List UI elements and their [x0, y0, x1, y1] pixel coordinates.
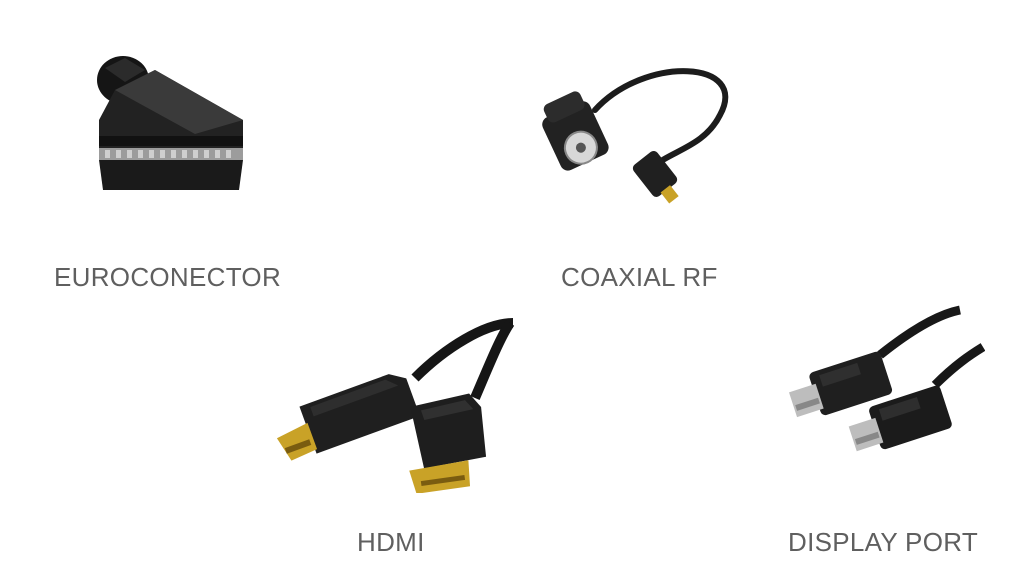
displayport-cable-icon: [785, 305, 986, 465]
item-label: HDMI: [357, 527, 425, 557]
coaxial-rf-cable-icon: [535, 55, 750, 210]
item-label: DISPLAY PORT: [788, 527, 979, 557]
hdmi-cable-icon: [265, 318, 515, 494]
scart-connector-icon: [85, 50, 255, 210]
item-label: COAXIAL RF: [561, 262, 718, 292]
item-label: EUROCONECTOR: [54, 262, 282, 292]
